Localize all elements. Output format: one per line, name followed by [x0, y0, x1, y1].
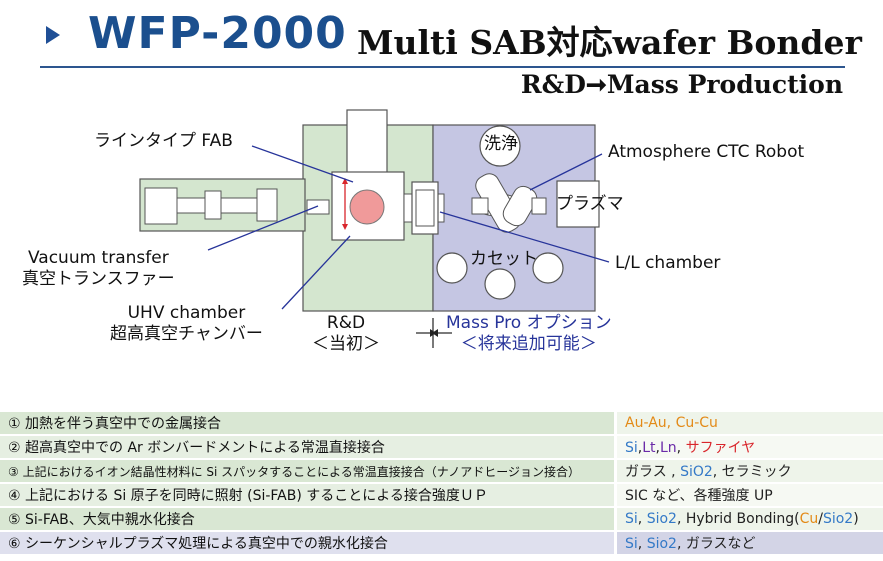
feature-description: ⑥ シーケンシャルプラズマ処理による真空中での親水化接合	[0, 531, 617, 556]
cassette-2	[484, 268, 516, 300]
uhv-chamber-label: UHV chamber 超高真空チャンバー	[110, 303, 263, 345]
transfer-gripper	[306, 199, 330, 215]
cassette-1	[436, 252, 468, 284]
cleaning-station	[479, 125, 521, 167]
material-text: ,	[666, 415, 676, 431]
material-text: , ガラスなど	[676, 536, 756, 552]
material-text: Si	[625, 536, 638, 552]
roadmap-arrow-icon: ➞	[585, 70, 607, 99]
feature-materials: SIC など、各種強度 UP	[615, 483, 883, 508]
feature-description: ② 超高真空中での Ar ボンバードメントによる常温直接接合	[0, 435, 617, 460]
material-text: ,	[637, 440, 643, 456]
material-text: , Hybrid Bonding(	[676, 511, 800, 527]
title-divider	[40, 66, 845, 68]
feature-description: ③ 上記におけるイオン結晶性材料に Si スパッタすることによる常温直接接合（ナ…	[0, 459, 617, 484]
feature-materials: Si, Sio2, Hybrid Bonding(Cu/Sio2)	[615, 507, 883, 532]
material-text: ,	[637, 511, 647, 527]
material-text: SiO2	[680, 464, 713, 480]
material-text: ,	[676, 440, 686, 456]
rd-phase-label: R&D ＜当初＞	[312, 313, 380, 355]
material-text: Lt	[642, 440, 656, 456]
feature-row: ③ 上記におけるイオン結晶性材料に Si スパッタすることによる常温直接接合（ナ…	[0, 459, 883, 484]
bullet-triangle-icon	[46, 26, 60, 44]
feature-row: ④ 上記における Si 原子を同時に照射 (Si-FAB) することによる接合強…	[0, 483, 883, 508]
material-text: サファイヤ	[685, 440, 756, 456]
material-text: Cu	[799, 511, 819, 527]
material-text: /	[818, 511, 823, 527]
material-text: Si	[625, 511, 638, 527]
material-text: ガラス ,	[625, 464, 681, 480]
vacuum-transfer-jp: 真空トランスファー	[22, 269, 175, 289]
material-text: Sio2	[646, 511, 677, 527]
transfer-joint-1	[204, 190, 222, 220]
feature-materials: ガラス , SiO2, セラミック	[615, 459, 883, 484]
feature-description: ⑤ Si-FAB、大気中親水化接合	[0, 507, 617, 532]
mass-pro-phase-label: Mass Pro オプション ＜将来追加可能＞	[446, 313, 612, 355]
ll-chamber-label: L/L chamber	[615, 253, 721, 273]
cleaning-label: 洗浄	[484, 134, 518, 154]
rd-label: R&D	[326, 313, 366, 333]
material-text: Si	[625, 440, 638, 456]
cassette-label: カセット	[470, 249, 538, 269]
feature-materials: Si,Lt,Ln, サファイヤ	[615, 435, 883, 460]
feature-materials: Si, Sio2, ガラスなど	[615, 531, 883, 556]
rd-sub-label: ＜当初＞	[312, 334, 380, 354]
material-text: )	[853, 511, 859, 527]
feature-materials: Au-Au, Cu-Cu	[615, 412, 883, 436]
roadmap-from: R&D	[520, 70, 586, 99]
uhv-chamber-en: UHV chamber	[127, 303, 246, 323]
uhv-chamber-jp: 超高真空チャンバー	[110, 324, 263, 344]
vacuum-transfer-en: Vacuum transfer	[27, 248, 169, 268]
atm-robot-label: Atmosphere CTC Robot	[608, 142, 805, 162]
model-title: WFP-2000	[88, 8, 347, 59]
fab-source-box	[346, 109, 388, 179]
mass-pro-sub-label: ＜将来追加可能＞	[460, 334, 597, 354]
gate-valve-1	[403, 193, 413, 223]
material-text: , セラミック	[712, 464, 792, 480]
feature-description: ① 加熱を伴う真空中での金属接合	[0, 412, 617, 436]
roadmap-subtitle: R&D➞Mass Production	[521, 70, 843, 99]
transfer-end-box	[144, 187, 178, 225]
material-text: Au-Au	[625, 415, 667, 431]
material-text: SIC など、各種強度 UP	[625, 488, 773, 504]
uhv-heater-stage	[349, 189, 385, 225]
material-text: Sio2	[822, 511, 854, 527]
line-fab-label: ラインタイプ FAB	[94, 131, 233, 151]
product-subtitle: Multi SAB対応wafer Bonder	[357, 23, 862, 62]
equipment-layout-diagram	[139, 109, 610, 348]
roadmap-to: Mass Production	[606, 70, 843, 99]
feature-description: ④ 上記における Si 原子を同時に照射 (Si-FAB) することによる接合強…	[0, 483, 617, 508]
material-text: Ln	[659, 440, 677, 456]
cassette-3	[532, 252, 564, 284]
material-text: ,	[655, 440, 660, 456]
plasma-station	[556, 180, 600, 228]
mass-pro-label: Mass Pro オプション	[446, 313, 612, 333]
material-text: ,	[637, 536, 647, 552]
material-text: Cu-Cu	[675, 415, 718, 431]
vacuum-transfer-label: Vacuum transfer 真空トランスファー	[22, 248, 175, 290]
material-text: Sio2	[646, 536, 677, 552]
plasma-label: プラズマ	[556, 194, 624, 214]
transfer-joint-2	[256, 188, 278, 222]
